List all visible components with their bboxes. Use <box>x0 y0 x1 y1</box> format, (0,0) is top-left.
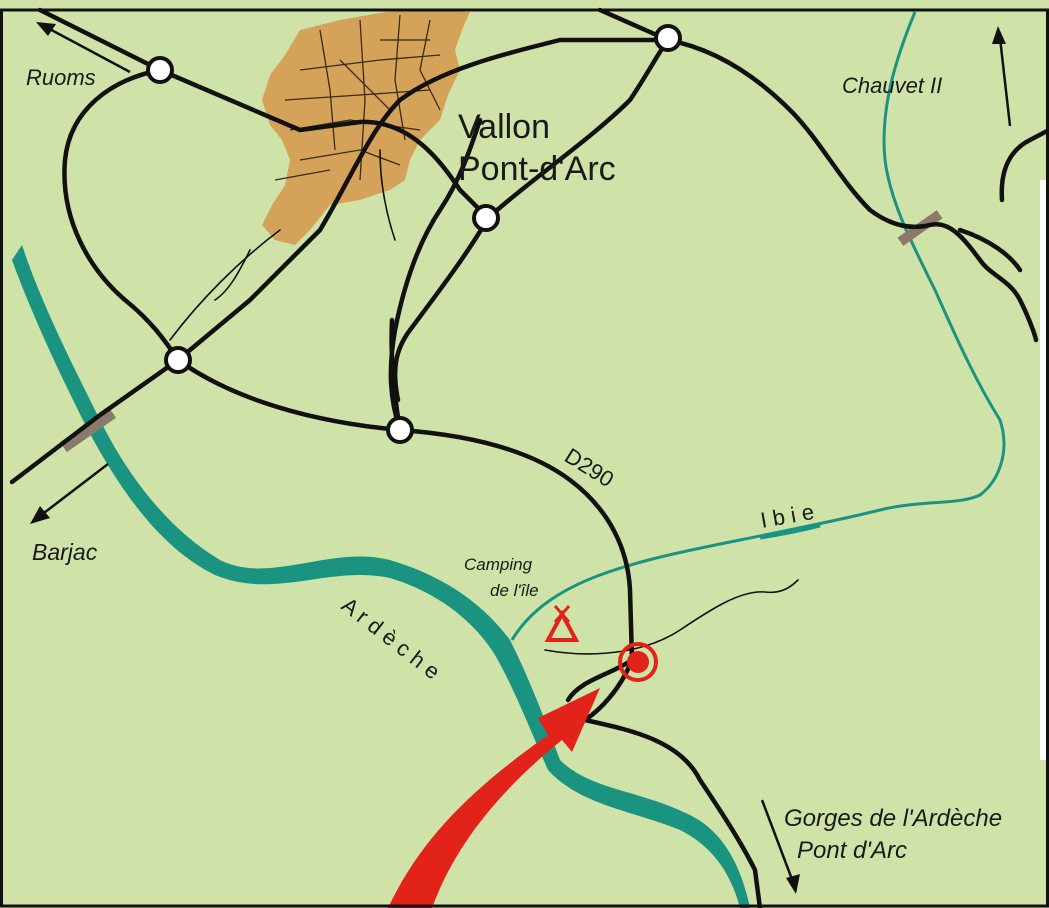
roundabouts <box>146 24 682 444</box>
roundabout-north <box>654 24 682 52</box>
arrow-barjac <box>30 463 109 524</box>
red-arrow-icon <box>388 688 600 908</box>
roundabout-south <box>386 416 414 444</box>
town-area <box>262 10 470 245</box>
label-camping-line1: Camping <box>464 555 533 574</box>
label-gorges-line1: Gorges de l'Ardèche <box>784 805 1002 832</box>
roundabout-ruoms <box>146 56 174 84</box>
arrow-chauvet <box>992 26 1012 127</box>
bridge-barjac <box>59 407 117 453</box>
roundabout-east-town <box>472 204 500 232</box>
map-border <box>0 8 1049 908</box>
town-name-line1: Vallon <box>458 108 550 146</box>
ibie-river-wide <box>759 522 821 540</box>
label-barjac: Barjac <box>32 539 98 565</box>
ibie-river <box>510 11 1006 641</box>
target-marker-icon <box>618 642 658 682</box>
right-edge-panel <box>1040 180 1049 760</box>
tent-icon <box>544 605 580 642</box>
label-gorges-line2: Pont d'Arc <box>797 837 907 864</box>
label-camping-line2: de l'île <box>490 581 539 600</box>
arrow-gorges <box>760 799 800 894</box>
local-roads <box>169 149 799 655</box>
town-name-line2: Pont-d'Arc <box>458 150 616 188</box>
arrow-ruoms <box>36 22 131 74</box>
roundabout-west <box>164 346 192 374</box>
label-ruoms: Ruoms <box>26 65 96 90</box>
label-chauvet: Chauvet II <box>842 73 942 98</box>
